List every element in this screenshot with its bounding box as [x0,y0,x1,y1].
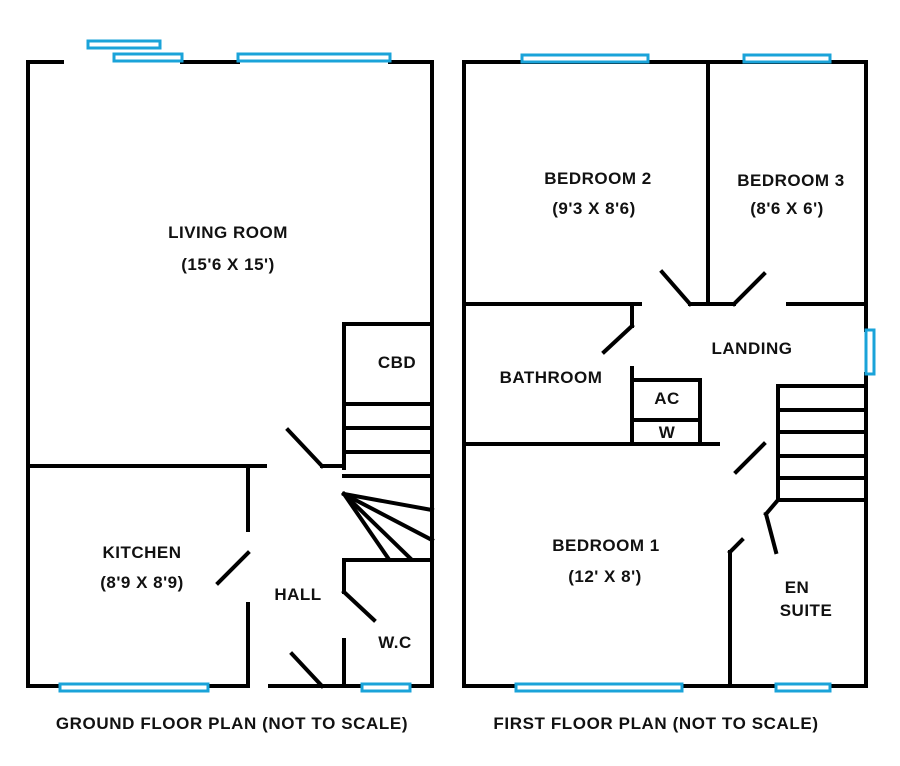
kitchen-size: (8'9 X 8'9) [100,573,184,592]
cupboard-label: CBD [378,353,416,372]
landing-label: LANDING [712,339,793,358]
bedroom-3-size: (8'6 X 6') [750,199,824,218]
wc-label: W.C [378,633,412,652]
window [742,53,832,64]
ensuite-label-line1: EN [785,578,810,597]
hall-label: HALL [274,585,321,604]
window [86,39,162,50]
ground-floor-labels: LIVING ROOM (15'6 X 15') CBD KITCHEN (8'… [100,223,416,652]
ground-floor-caption: GROUND FLOOR PLAN (NOT TO SCALE) [56,714,408,733]
window [236,52,392,63]
window [864,328,876,376]
living-room-label: LIVING ROOM [168,223,288,242]
window [514,682,684,693]
bedroom-2-size: (9'3 X 8'6) [552,199,636,218]
bedroom-1-label: BEDROOM 1 [552,536,659,555]
first-floor-windows [514,53,876,693]
first-floor-plan: BEDROOM 2 (9'3 X 8'6) BEDROOM 3 (8'6 X 6… [462,53,876,693]
window [112,52,184,63]
airing-cupboard-w-label: W [659,423,676,442]
first-floor-labels: BEDROOM 2 (9'3 X 8'6) BEDROOM 3 (8'6 X 6… [500,169,845,620]
bedroom-2-label: BEDROOM 2 [544,169,651,188]
airing-cupboard-label: AC [654,389,680,408]
kitchen-label: KITCHEN [102,543,181,562]
first-floor-walls [462,60,868,688]
window [774,682,832,693]
window [58,682,210,693]
bedroom-1-size: (12' X 8') [568,567,642,586]
first-floor-caption: FIRST FLOOR PLAN (NOT TO SCALE) [493,714,818,733]
window [520,53,650,64]
window [360,682,412,693]
ensuite-label-line2: SUITE [780,601,833,620]
bedroom-3-label: BEDROOM 3 [737,171,844,190]
ground-floor-walls [26,60,435,689]
living-room-size: (15'6 X 15') [181,255,274,274]
ground-floor-windows [58,39,412,693]
bathroom-label: BATHROOM [500,368,603,387]
ground-floor-plan: LIVING ROOM (15'6 X 15') CBD KITCHEN (8'… [26,39,435,693]
